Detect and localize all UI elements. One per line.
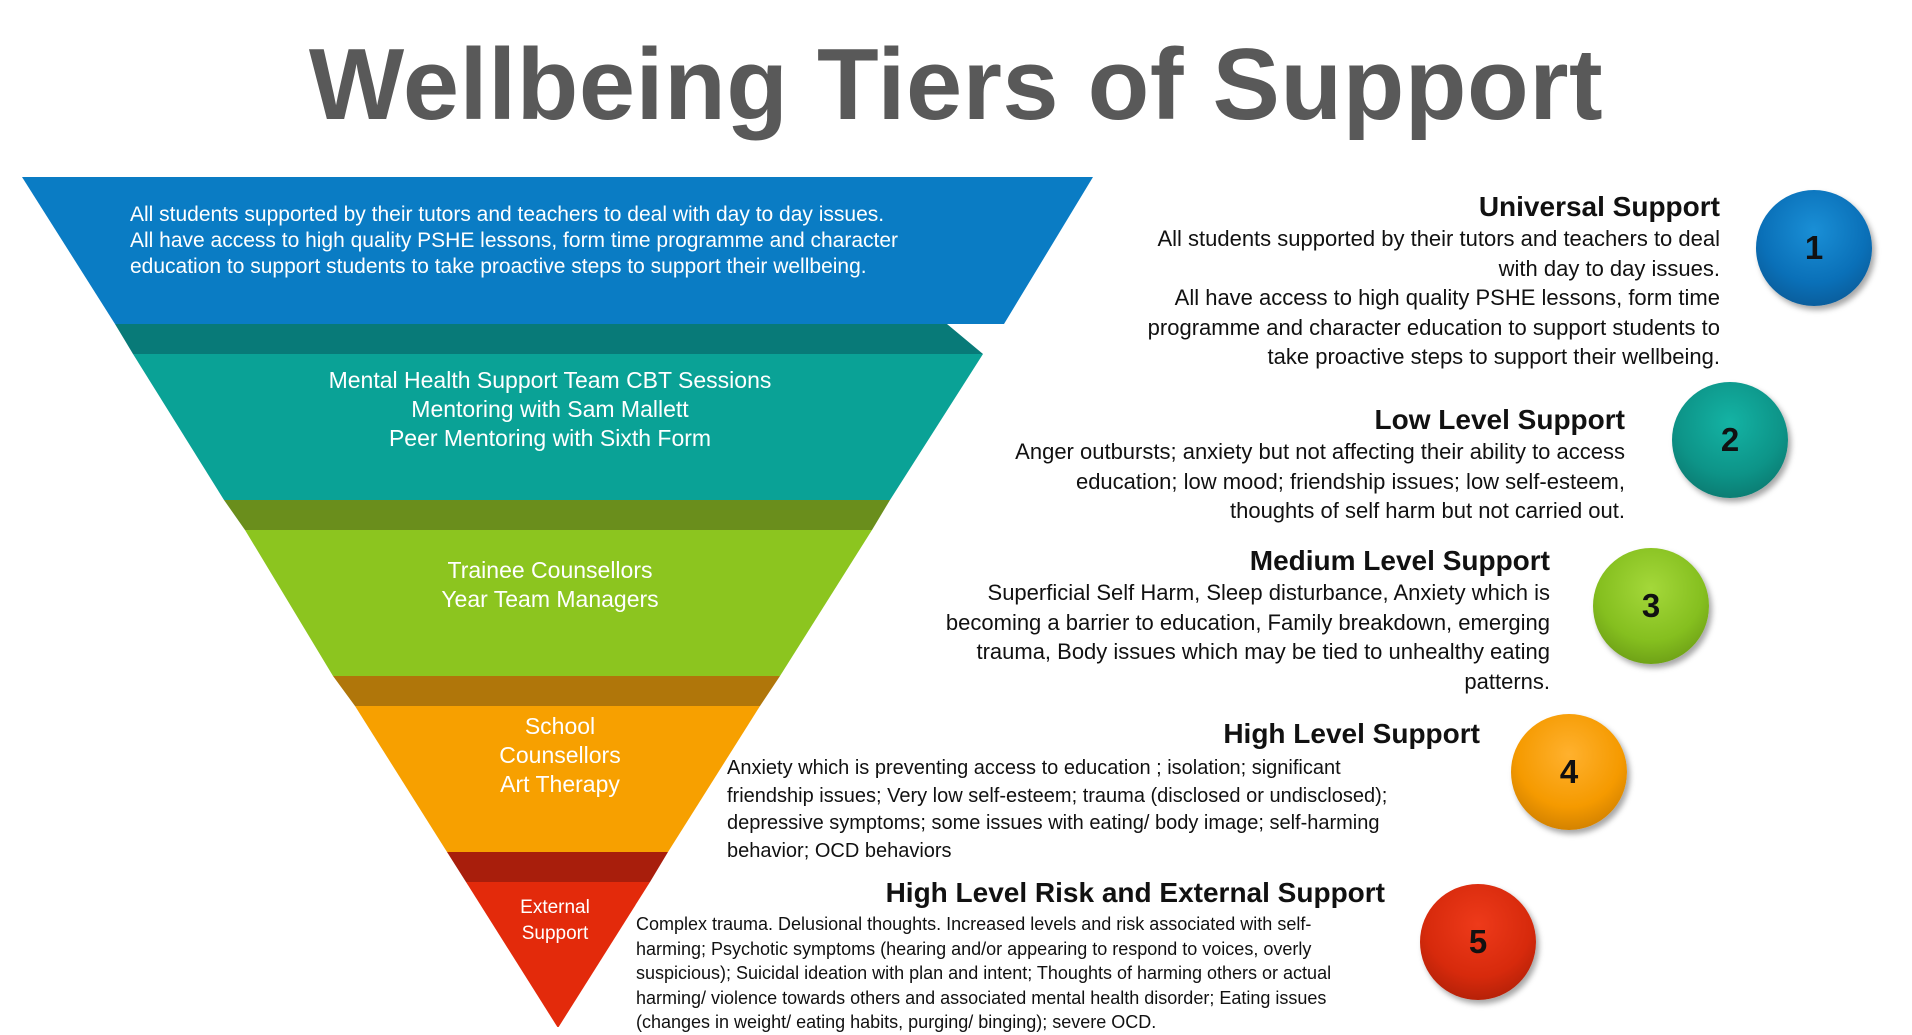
tier-3-shape bbox=[245, 530, 872, 676]
tier-4-text: School Counsellors Art Therapy bbox=[440, 712, 680, 799]
level-5-text: Complex trauma. Delusional thoughts. Inc… bbox=[636, 914, 1332, 1032]
level-1-description: Universal Support All students supported… bbox=[1050, 190, 1720, 372]
tier-2-line: Mental Health Support Team CBT Sessions bbox=[328, 367, 772, 393]
tier-2-band bbox=[224, 500, 890, 530]
level-1-badge: 1 bbox=[1756, 190, 1872, 306]
level-1-text: All students supported by their tutors a… bbox=[1147, 226, 1720, 369]
tier-3-line: Trainee Counsellors bbox=[447, 557, 653, 583]
tier-2-line: Peer Mentoring with Sixth Form bbox=[388, 425, 712, 451]
tier-5-shape bbox=[466, 882, 650, 1027]
tier-5-line: Support bbox=[521, 923, 589, 944]
tier-3-line: Year Team Managers bbox=[441, 586, 659, 612]
level-2-title: Low Level Support bbox=[1374, 404, 1625, 435]
level-5-title: High Level Risk and External Support bbox=[885, 877, 1385, 908]
tier-1-line: All have access to high quality PSHE les… bbox=[130, 229, 899, 252]
tier-1-text: All students supported by their tutors a… bbox=[130, 202, 990, 280]
level-2-badge: 2 bbox=[1672, 382, 1788, 498]
level-4-heading: High Level Support bbox=[1090, 717, 1480, 751]
tier-2-line: Mentoring with Sam Mallett bbox=[411, 396, 689, 422]
level-5-badge: 5 bbox=[1420, 884, 1536, 1000]
level-2-text: Anger outbursts; anxiety but not affecti… bbox=[1015, 439, 1625, 523]
level-3-text: Superficial Self Harm, Sleep disturbance… bbox=[945, 580, 1550, 694]
level-4-description: Anxiety which is preventing access to ed… bbox=[727, 755, 1467, 865]
tier-4-line: Art Therapy bbox=[500, 771, 620, 797]
tier-4-shape bbox=[355, 706, 760, 852]
level-5-heading: High Level Risk and External Support bbox=[780, 876, 1385, 910]
level-3-badge: 3 bbox=[1593, 548, 1709, 664]
tier-3-text: Trainee Counsellors Year Team Managers bbox=[350, 556, 750, 614]
level-5-description: Complex trauma. Delusional thoughts. Inc… bbox=[636, 912, 1436, 1035]
level-4-text: Anxiety which is preventing access to ed… bbox=[727, 757, 1388, 862]
level-2-description: Low Level Support Anger outbursts; anxie… bbox=[920, 403, 1625, 526]
tier-1-band bbox=[115, 324, 983, 354]
tier-1-shape bbox=[22, 177, 1093, 324]
tier-5-text: External Support bbox=[490, 895, 620, 947]
tier-1-line: education to support students to take pr… bbox=[130, 255, 867, 278]
tier-2-text: Mental Health Support Team CBT Sessions … bbox=[250, 366, 850, 453]
level-3-title: Medium Level Support bbox=[1249, 545, 1550, 576]
page-title: Wellbeing Tiers of Support bbox=[308, 29, 1604, 141]
tier-4-line: School bbox=[524, 713, 596, 739]
level-3-description: Medium Level Support Superficial Self Ha… bbox=[860, 544, 1550, 696]
tier-1-line: All students supported by their tutors a… bbox=[130, 203, 885, 226]
level-1-title: Universal Support bbox=[1478, 191, 1720, 222]
tier-4-line: Counsellors bbox=[499, 742, 621, 768]
level-4-badge: 4 bbox=[1511, 714, 1627, 830]
level-4-title: High Level Support bbox=[1223, 718, 1480, 749]
tier-2-shape bbox=[133, 354, 983, 500]
tier-5-line: External bbox=[520, 897, 590, 918]
tier-3-band bbox=[333, 676, 780, 706]
tier-4-band bbox=[447, 852, 668, 882]
